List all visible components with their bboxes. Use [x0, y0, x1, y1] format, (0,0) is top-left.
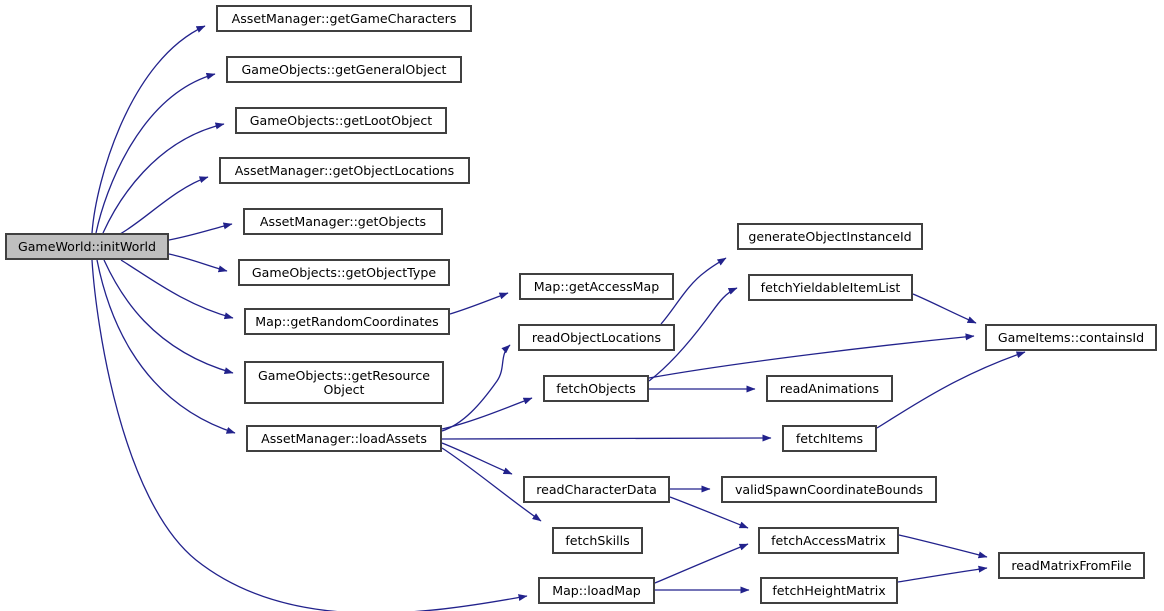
- edge-loadMap-to-fetchAccessMatrix: [654, 543, 749, 584]
- graph-node-containsId[interactable]: GameItems::containsId: [985, 324, 1157, 351]
- edge-initWorld-to-getResourceObject: [103, 259, 234, 375]
- graph-node-fetchHeightMatrix[interactable]: fetchHeightMatrix: [760, 577, 898, 604]
- edge-loadAssets-to-fetchSkills: [441, 447, 542, 522]
- graph-node-fetchItems[interactable]: fetchItems: [782, 425, 877, 452]
- edge-initWorld-to-loadMap: [91, 259, 528, 611]
- node-label: GameObjects::getLootObject: [249, 112, 433, 128]
- edge-fetchHeightMatrix-to-readMatrixFromFile: [897, 565, 988, 583]
- node-label: Map::getRandomCoordinates: [255, 313, 439, 329]
- graph-node-loadAssets[interactable]: AssetManager::loadAssets: [246, 425, 442, 452]
- graph-node-validSpawnCoordinateBounds[interactable]: validSpawnCoordinateBounds: [721, 476, 937, 503]
- node-label: readCharacterData: [536, 481, 657, 497]
- node-label: readObjectLocations: [531, 329, 662, 345]
- edge-loadAssets-to-fetchItems: [441, 434, 772, 442]
- edge-fetchAccessMatrix-to-readMatrixFromFile: [898, 534, 988, 559]
- node-label: fetchYieldableItemList: [760, 279, 901, 295]
- node-label: AssetManager::getGameCharacters: [231, 10, 457, 26]
- edge-initWorld-to-getLootObject: [102, 122, 225, 234]
- node-label: GameObjects::getResource Object: [258, 367, 430, 397]
- edge-initWorld-to-getRandomCoordinates: [120, 259, 234, 320]
- graph-node-readAnimations[interactable]: readAnimations: [766, 375, 893, 402]
- edge-fetchObjects-to-containsId: [648, 333, 975, 379]
- edge-loadAssets-to-readObjectLocations: [441, 344, 511, 432]
- edge-fetchItems-to-containsId: [876, 351, 1026, 429]
- graph-node-fetchSkills[interactable]: fetchSkills: [552, 527, 643, 554]
- graph-node-getGameCharacters[interactable]: AssetManager::getGameCharacters: [216, 5, 472, 32]
- graph-node-fetchYieldableItemList[interactable]: fetchYieldableItemList: [748, 274, 913, 301]
- graph-node-getRandomCoordinates[interactable]: Map::getRandomCoordinates: [244, 308, 450, 335]
- node-label: generateObjectInstanceId: [748, 228, 912, 244]
- edge-initWorld-to-getObjectType: [168, 253, 228, 273]
- edge-initWorld-to-getObjectLocations: [119, 176, 209, 235]
- node-label: fetchAccessMatrix: [771, 532, 886, 548]
- node-label: readMatrixFromFile: [1011, 557, 1132, 573]
- node-label: Map::loadMap: [552, 582, 641, 598]
- edge-initWorld-to-getGeneralObject: [95, 72, 216, 234]
- node-label: AssetManager::loadAssets: [261, 430, 427, 446]
- edge-fetchYieldableItemList-to-containsId: [912, 293, 977, 324]
- graph-node-getResourceObject[interactable]: GameObjects::getResource Object: [244, 361, 444, 404]
- node-label: AssetManager::getObjects: [259, 213, 427, 229]
- graph-node-getObjectType[interactable]: GameObjects::getObjectType: [238, 259, 450, 286]
- graph-node-loadMap[interactable]: Map::loadMap: [538, 577, 655, 604]
- node-label: Map::getAccessMap: [533, 278, 660, 294]
- graph-node-readObjectLocations[interactable]: readObjectLocations: [518, 324, 675, 351]
- edge-fetchObjects-to-fetchYieldableItemList: [648, 287, 738, 382]
- node-label: GameWorld::initWorld: [17, 238, 157, 254]
- graph-node-getAccessMap[interactable]: Map::getAccessMap: [519, 273, 674, 300]
- edge-initWorld-to-getGameCharacters: [91, 25, 206, 234]
- edges: [91, 25, 1026, 611]
- node-label: fetchSkills: [565, 532, 630, 548]
- graph-node-fetchAccessMatrix[interactable]: fetchAccessMatrix: [758, 527, 899, 554]
- node-label: GameObjects::getGeneralObject: [241, 61, 447, 77]
- graph-node-getObjectLocations[interactable]: AssetManager::getObjectLocations: [219, 157, 470, 184]
- node-label: fetchObjects: [556, 380, 636, 396]
- graph-node-readCharacterData[interactable]: readCharacterData: [523, 476, 670, 503]
- edge-loadAssets-to-fetchObjects: [441, 397, 533, 430]
- graph-node-getLootObject[interactable]: GameObjects::getLootObject: [235, 107, 447, 134]
- edge-getRandomCoordinates-to-getAccessMap: [449, 292, 509, 315]
- edge-readCharacterData-to-fetchAccessMatrix: [669, 496, 749, 529]
- node-label: fetchHeightMatrix: [772, 582, 886, 598]
- edge-initWorld-to-getObjects: [168, 222, 233, 241]
- node-label: fetchItems: [795, 430, 864, 446]
- graph-node-getGeneralObject[interactable]: GameObjects::getGeneralObject: [226, 56, 462, 83]
- graph-node-generateObjectInstanceId[interactable]: generateObjectInstanceId: [737, 223, 923, 250]
- node-label: AssetManager::getObjectLocations: [234, 162, 455, 178]
- graph-node-fetchObjects[interactable]: fetchObjects: [543, 375, 649, 402]
- node-label: readAnimations: [779, 380, 880, 396]
- edge-loadAssets-to-readCharacterData: [441, 442, 513, 475]
- graph-node-initWorld[interactable]: GameWorld::initWorld: [5, 233, 169, 260]
- node-label: GameObjects::getObjectType: [251, 264, 437, 280]
- node-label: GameItems::containsId: [997, 329, 1145, 345]
- node-label: validSpawnCoordinateBounds: [734, 481, 924, 497]
- graph-node-readMatrixFromFile[interactable]: readMatrixFromFile: [998, 552, 1145, 579]
- edge-initWorld-to-loadAssets: [96, 259, 236, 434]
- graph-node-getObjects[interactable]: AssetManager::getObjects: [243, 208, 443, 235]
- edge-readObjectLocations-to-generateObjectInstanceId: [660, 257, 727, 325]
